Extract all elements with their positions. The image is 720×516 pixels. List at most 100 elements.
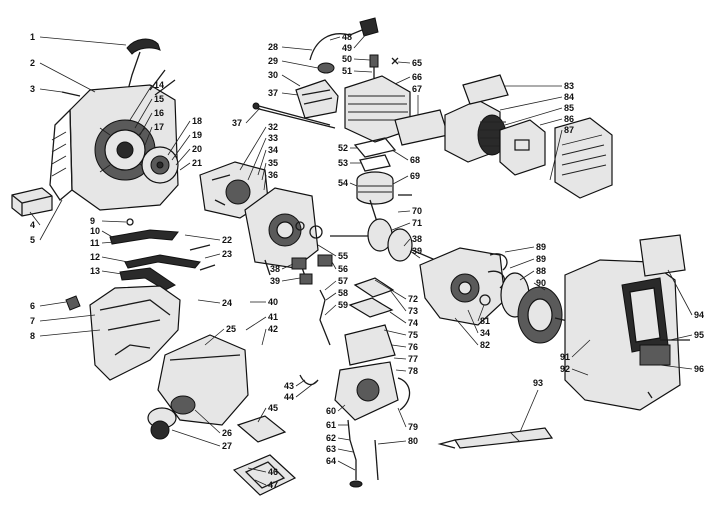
callout-label: 20 <box>192 144 202 154</box>
callout-label: 56 <box>338 264 348 274</box>
fuel-line-drawing <box>309 17 379 74</box>
clutch-drum-drawing <box>500 272 573 344</box>
callout-label: 71 <box>412 218 422 228</box>
callout-label: 39 <box>412 246 422 256</box>
callout-label: 48 <box>342 32 352 42</box>
screw-drawing <box>61 91 81 97</box>
callout-label: 8 <box>30 331 35 341</box>
callout-label: 45 <box>268 403 278 413</box>
callout-label: 11 <box>90 238 100 248</box>
callout-label: 81 <box>480 316 490 326</box>
callout-label: 66 <box>412 72 422 82</box>
callout-label: 54 <box>338 178 348 188</box>
callout-label: 83 <box>564 81 574 91</box>
throttle-lever-drawing <box>109 218 216 291</box>
bushing-drawing <box>317 254 333 267</box>
gasket-drawing <box>232 415 297 496</box>
callout-label: 74 <box>408 318 418 328</box>
callout-label: 61 <box>326 420 336 430</box>
filter-block-drawing <box>11 187 53 217</box>
shroud-drawing <box>564 234 690 411</box>
callout-label: 57 <box>338 276 348 286</box>
callout-label: 38 <box>412 234 422 244</box>
callout-label: 67 <box>412 84 422 94</box>
callout-label: 3 <box>30 84 35 94</box>
callout-label: 28 <box>268 42 278 52</box>
callout-label: 4 <box>30 220 35 230</box>
callout-label: 70 <box>412 206 422 216</box>
callout-label: 84 <box>564 92 574 102</box>
callout-label: 43 <box>284 381 294 391</box>
callout-label: 24 <box>222 298 232 308</box>
cylinder-drawing <box>252 54 411 143</box>
callout-label: 96 <box>694 364 704 374</box>
callout-label: 93 <box>533 378 543 388</box>
callout-label: 42 <box>268 324 278 334</box>
callout-label: 9 <box>90 216 95 226</box>
callout-label: 34 <box>480 328 490 338</box>
callout-label: 18 <box>192 116 202 126</box>
callout-label: 19 <box>192 130 202 140</box>
callout-label: 63 <box>326 444 336 454</box>
callout-label: 16 <box>154 108 164 118</box>
callout-label: 2 <box>30 58 35 68</box>
bushing-drawing <box>299 273 313 285</box>
bushing-drawing <box>291 257 307 270</box>
callout-label: 44 <box>284 392 294 402</box>
callout-label: 22 <box>222 235 232 245</box>
callout-label: 76 <box>408 342 418 352</box>
piston-drawing <box>353 109 449 205</box>
callout-label: 78 <box>408 366 418 376</box>
callout-label: 91 <box>560 352 570 362</box>
callout-label: 15 <box>154 94 164 104</box>
callout-label: 17 <box>154 122 164 132</box>
muffler-drawing <box>147 334 249 440</box>
callout-label: 58 <box>338 288 348 298</box>
callout-label: 69 <box>410 171 420 181</box>
callout-label: 21 <box>192 158 202 168</box>
callout-label: 64 <box>326 456 336 466</box>
starter-handle-drawing <box>126 38 161 91</box>
callout-label: 79 <box>408 422 418 432</box>
grease-tube-drawing <box>437 427 554 449</box>
callout-label: 59 <box>338 300 348 310</box>
starter-housing-drawing <box>49 69 179 211</box>
clip-drawing <box>65 295 81 311</box>
callout-label: 26 <box>222 428 232 438</box>
carburetor-drawing <box>299 277 411 488</box>
callout-label: 37 <box>268 88 278 98</box>
callout-label: 50 <box>342 54 352 64</box>
callout-label: 32 <box>268 122 278 132</box>
callout-label: 85 <box>564 103 574 113</box>
callout-label: 39 <box>270 276 280 286</box>
callout-label: 52 <box>338 143 348 153</box>
callout-label: 82 <box>480 340 490 350</box>
callout-label: 33 <box>268 133 278 143</box>
callout-label: 29 <box>268 56 278 66</box>
callout-label: 47 <box>268 480 278 490</box>
callout-label: 89 <box>536 254 546 264</box>
callout-label: 75 <box>408 330 418 340</box>
callout-label: 6 <box>30 301 35 311</box>
callout-label: 46 <box>268 467 278 477</box>
air-filter-drawing <box>444 74 613 199</box>
callout-label: 13 <box>90 266 100 276</box>
callout-label: 25 <box>226 324 236 334</box>
callout-label: 80 <box>408 436 418 446</box>
callout-label: 34 <box>268 145 278 155</box>
callout-label: 89 <box>536 242 546 252</box>
callout-label: 73 <box>408 306 418 316</box>
callout-label: 51 <box>342 66 352 76</box>
callout-layer: 1 2 3 4 5 6 7 8 14 15 16 17 18 19 20 21 <box>29 31 704 490</box>
callout-label: 90 <box>536 278 546 288</box>
crankshaft-drawing <box>295 199 441 263</box>
callout-label: 27 <box>222 441 232 451</box>
callout-label: 12 <box>90 252 100 262</box>
callout-label: 49 <box>342 43 352 53</box>
crankcase-half-drawing <box>244 187 319 277</box>
callout-label: 68 <box>410 155 420 165</box>
callout-label: 87 <box>564 125 574 135</box>
engine-cover-drawing <box>89 285 181 381</box>
callout-label: 1 <box>30 32 35 42</box>
